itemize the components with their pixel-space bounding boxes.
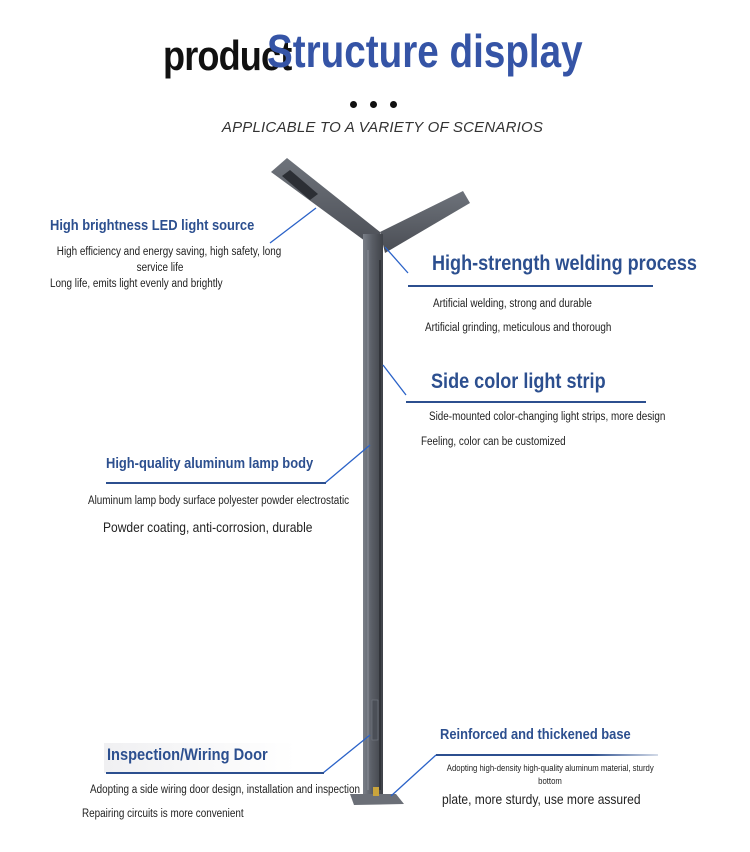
title-structure-display: Structure display xyxy=(267,25,583,77)
feature-base-line3: plate, more sturdy, use more assured xyxy=(442,791,641,807)
feature-welding-line1: Artificial welding, strong and durable xyxy=(433,298,592,310)
feature-strip-line2: Feeling, color can be customized xyxy=(421,436,566,448)
feature-body-line1: Aluminum lamp body surface polyester pow… xyxy=(88,495,350,507)
dot-icon xyxy=(370,101,377,108)
right-arm xyxy=(380,191,470,253)
feature-body-underline xyxy=(106,482,326,484)
feature-led-title: High brightness LED light source xyxy=(50,217,255,234)
feature-led-line2: service life xyxy=(136,262,184,274)
dot-icon xyxy=(390,101,397,108)
feature-welding-line2: Artificial grinding, meticulous and thor… xyxy=(425,322,612,334)
leader-strip xyxy=(382,364,407,396)
feature-led-line1: High efficiency and energy saving, high … xyxy=(56,246,282,258)
base-light xyxy=(373,787,379,796)
feature-base-line1: Adopting high-density high-quality alumi… xyxy=(446,763,654,773)
feature-door-line2: Repairing circuits is more convenient xyxy=(82,808,244,820)
leader-welding xyxy=(384,246,409,274)
feature-door-highlight xyxy=(104,743,296,773)
feature-strip-title: Side color light strip xyxy=(431,370,606,393)
dot-icon xyxy=(350,101,357,108)
feature-door-underline xyxy=(106,772,324,774)
feature-door-line1: Adopting a side wiring door design, inst… xyxy=(90,784,360,796)
feature-body-line2: Powder coating, anti-corrosion, durable xyxy=(103,519,313,535)
feature-welding-underline xyxy=(408,285,653,287)
base-plate xyxy=(350,794,404,805)
feature-base-line2: bottom xyxy=(538,776,562,786)
feature-strip-line1: Side-mounted color-changing light strips… xyxy=(429,411,666,423)
feature-base-title: Reinforced and thickened base xyxy=(440,726,631,743)
leader-body xyxy=(324,444,371,484)
feature-welding-title: High-strength welding process xyxy=(432,252,697,275)
feature-base-underline xyxy=(436,754,658,756)
feature-body-title: High-quality aluminum lamp body xyxy=(106,455,314,472)
led-panel xyxy=(282,170,318,200)
feature-door-title: Inspection/Wiring Door xyxy=(107,745,268,764)
inspection-door xyxy=(371,699,379,741)
title-product: product xyxy=(163,32,292,79)
subtitle: APPLICABLE TO A VARIETY OF SCENARIOS xyxy=(221,119,544,136)
feature-led-line3: Long life, emits light evenly and bright… xyxy=(50,278,223,290)
leader-led xyxy=(269,207,317,244)
leader-door xyxy=(322,734,371,774)
leader-base xyxy=(390,754,437,797)
feature-strip-underline xyxy=(406,401,646,403)
